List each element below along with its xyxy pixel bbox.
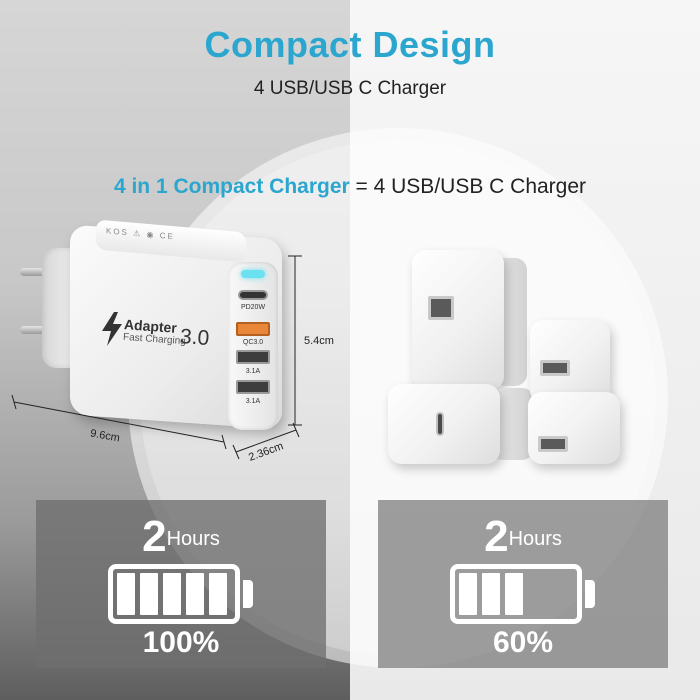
battery-cell xyxy=(482,573,500,615)
cube-large-usb-port xyxy=(428,296,454,320)
battery-cells xyxy=(459,573,573,615)
battery-cell xyxy=(209,573,227,615)
charge-time: 2Hours xyxy=(378,512,668,562)
battery-cell xyxy=(459,573,477,615)
port-label-pd: PD20W xyxy=(240,304,266,311)
cube-front-c xyxy=(388,384,500,464)
battery-cell xyxy=(163,573,181,615)
plug-pin-bottom xyxy=(20,326,46,334)
cube-small-bottom xyxy=(528,392,620,464)
battery-panel-full: 2Hours 100% xyxy=(36,500,326,668)
battery-cell xyxy=(186,573,204,615)
battery-percent: 60% xyxy=(492,626,554,659)
charge-time-number: 2 xyxy=(484,512,509,561)
page-title: Compact Design xyxy=(204,24,496,65)
headline-rest: = 4 USB/USB C Charger xyxy=(349,175,587,198)
cube-small-bottom-usb-port xyxy=(538,436,568,452)
usb-qc-port xyxy=(236,322,270,336)
battery-tip xyxy=(585,580,595,608)
cube-large xyxy=(412,250,504,390)
dimension-height: 5.4cm xyxy=(304,335,334,347)
battery-icon xyxy=(450,564,582,624)
battery-panel-partial: 2Hours 60% xyxy=(378,500,668,668)
battery-cells xyxy=(117,573,231,615)
battery-percent: 100% xyxy=(142,626,220,659)
charge-time-number: 2 xyxy=(142,512,167,561)
battery-cell xyxy=(505,573,523,615)
usb-a-port-1 xyxy=(236,350,270,364)
battery-cell xyxy=(117,573,135,615)
charge-time: 2Hours xyxy=(36,512,326,562)
battery-tip xyxy=(243,580,253,608)
port-label-qc: QC3.0 xyxy=(242,339,264,346)
page-subtitle: 4 USB/USB C Charger xyxy=(253,78,447,99)
charge-time-unit: Hours xyxy=(166,528,220,551)
usb-a-port-2 xyxy=(236,380,270,394)
plug-pin-top xyxy=(20,268,46,276)
headline-highlight: 4 in 1 Compact Charger xyxy=(113,175,350,198)
port-label-a1: 3.1A xyxy=(245,368,261,375)
battery-cell xyxy=(140,573,158,615)
cube-small-top-usb-port xyxy=(540,360,570,376)
lightning-bolt-icon xyxy=(102,312,122,346)
charge-time-unit: Hours xyxy=(508,528,562,551)
headline: 4 in 1 Compact Charger = 4 USB/USB C Cha… xyxy=(0,175,700,199)
usb-c-port xyxy=(238,290,268,300)
port-label-a2: 3.1A xyxy=(245,398,261,405)
led-indicator xyxy=(241,270,265,278)
battery-icon xyxy=(108,564,240,624)
cube-usb-c-port xyxy=(436,412,444,436)
